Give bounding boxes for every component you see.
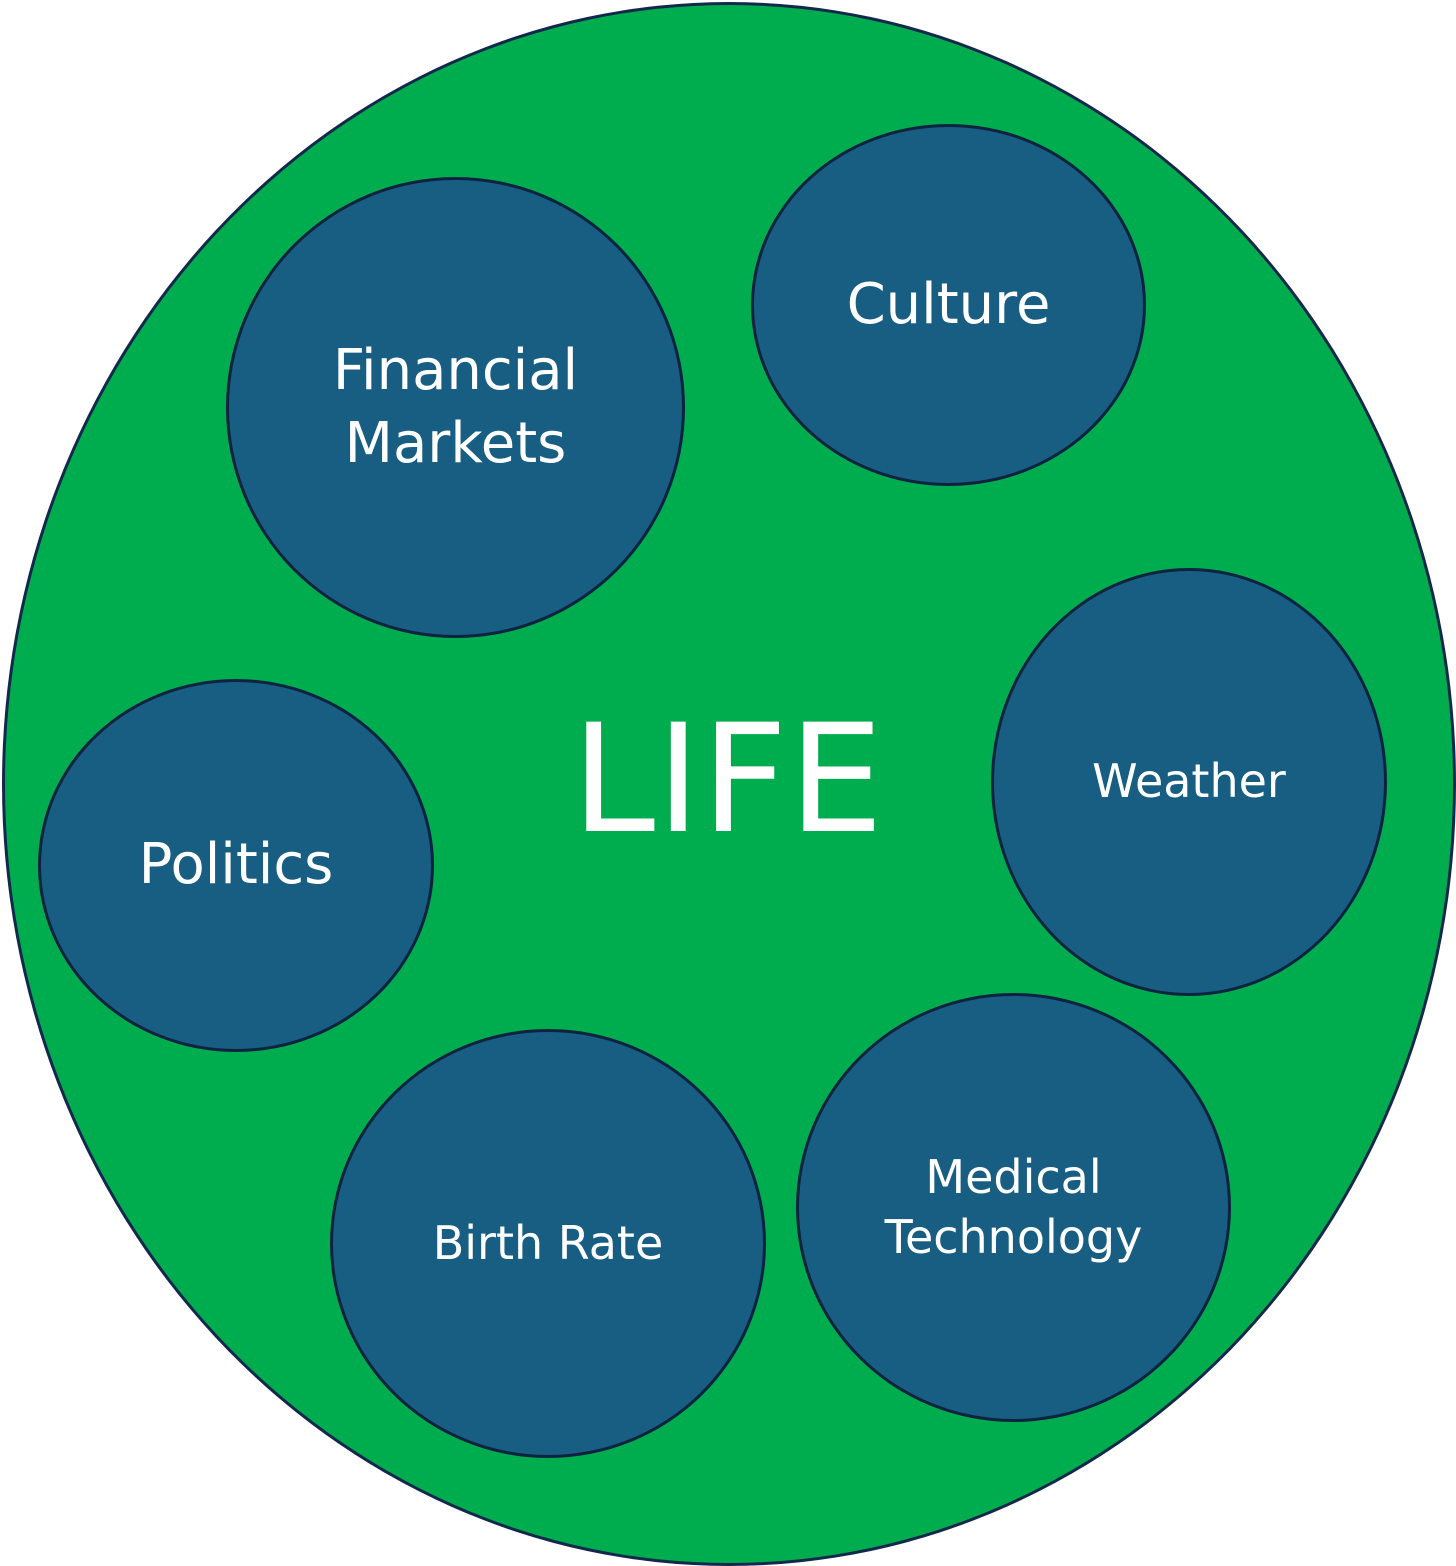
- financial-markets-label: Financial Markets: [332, 337, 579, 476]
- weather-label: Weather: [1092, 754, 1286, 809]
- life-center-label: LIFE: [571, 693, 885, 867]
- birth-rate-label: Birth Rate: [432, 1215, 664, 1270]
- culture-node: Culture: [751, 124, 1146, 486]
- culture-label: Culture: [846, 271, 1051, 337]
- weather-node: Weather: [991, 568, 1387, 996]
- medical-technology-node: Medical Technology: [796, 993, 1231, 1422]
- politics-node: Politics: [38, 679, 434, 1052]
- medical-technology-label: Medical Technology: [884, 1149, 1143, 1264]
- birth-rate-node: Birth Rate: [330, 1029, 766, 1458]
- financial-markets-node: Financial Markets: [226, 177, 685, 638]
- politics-label: Politics: [138, 832, 334, 898]
